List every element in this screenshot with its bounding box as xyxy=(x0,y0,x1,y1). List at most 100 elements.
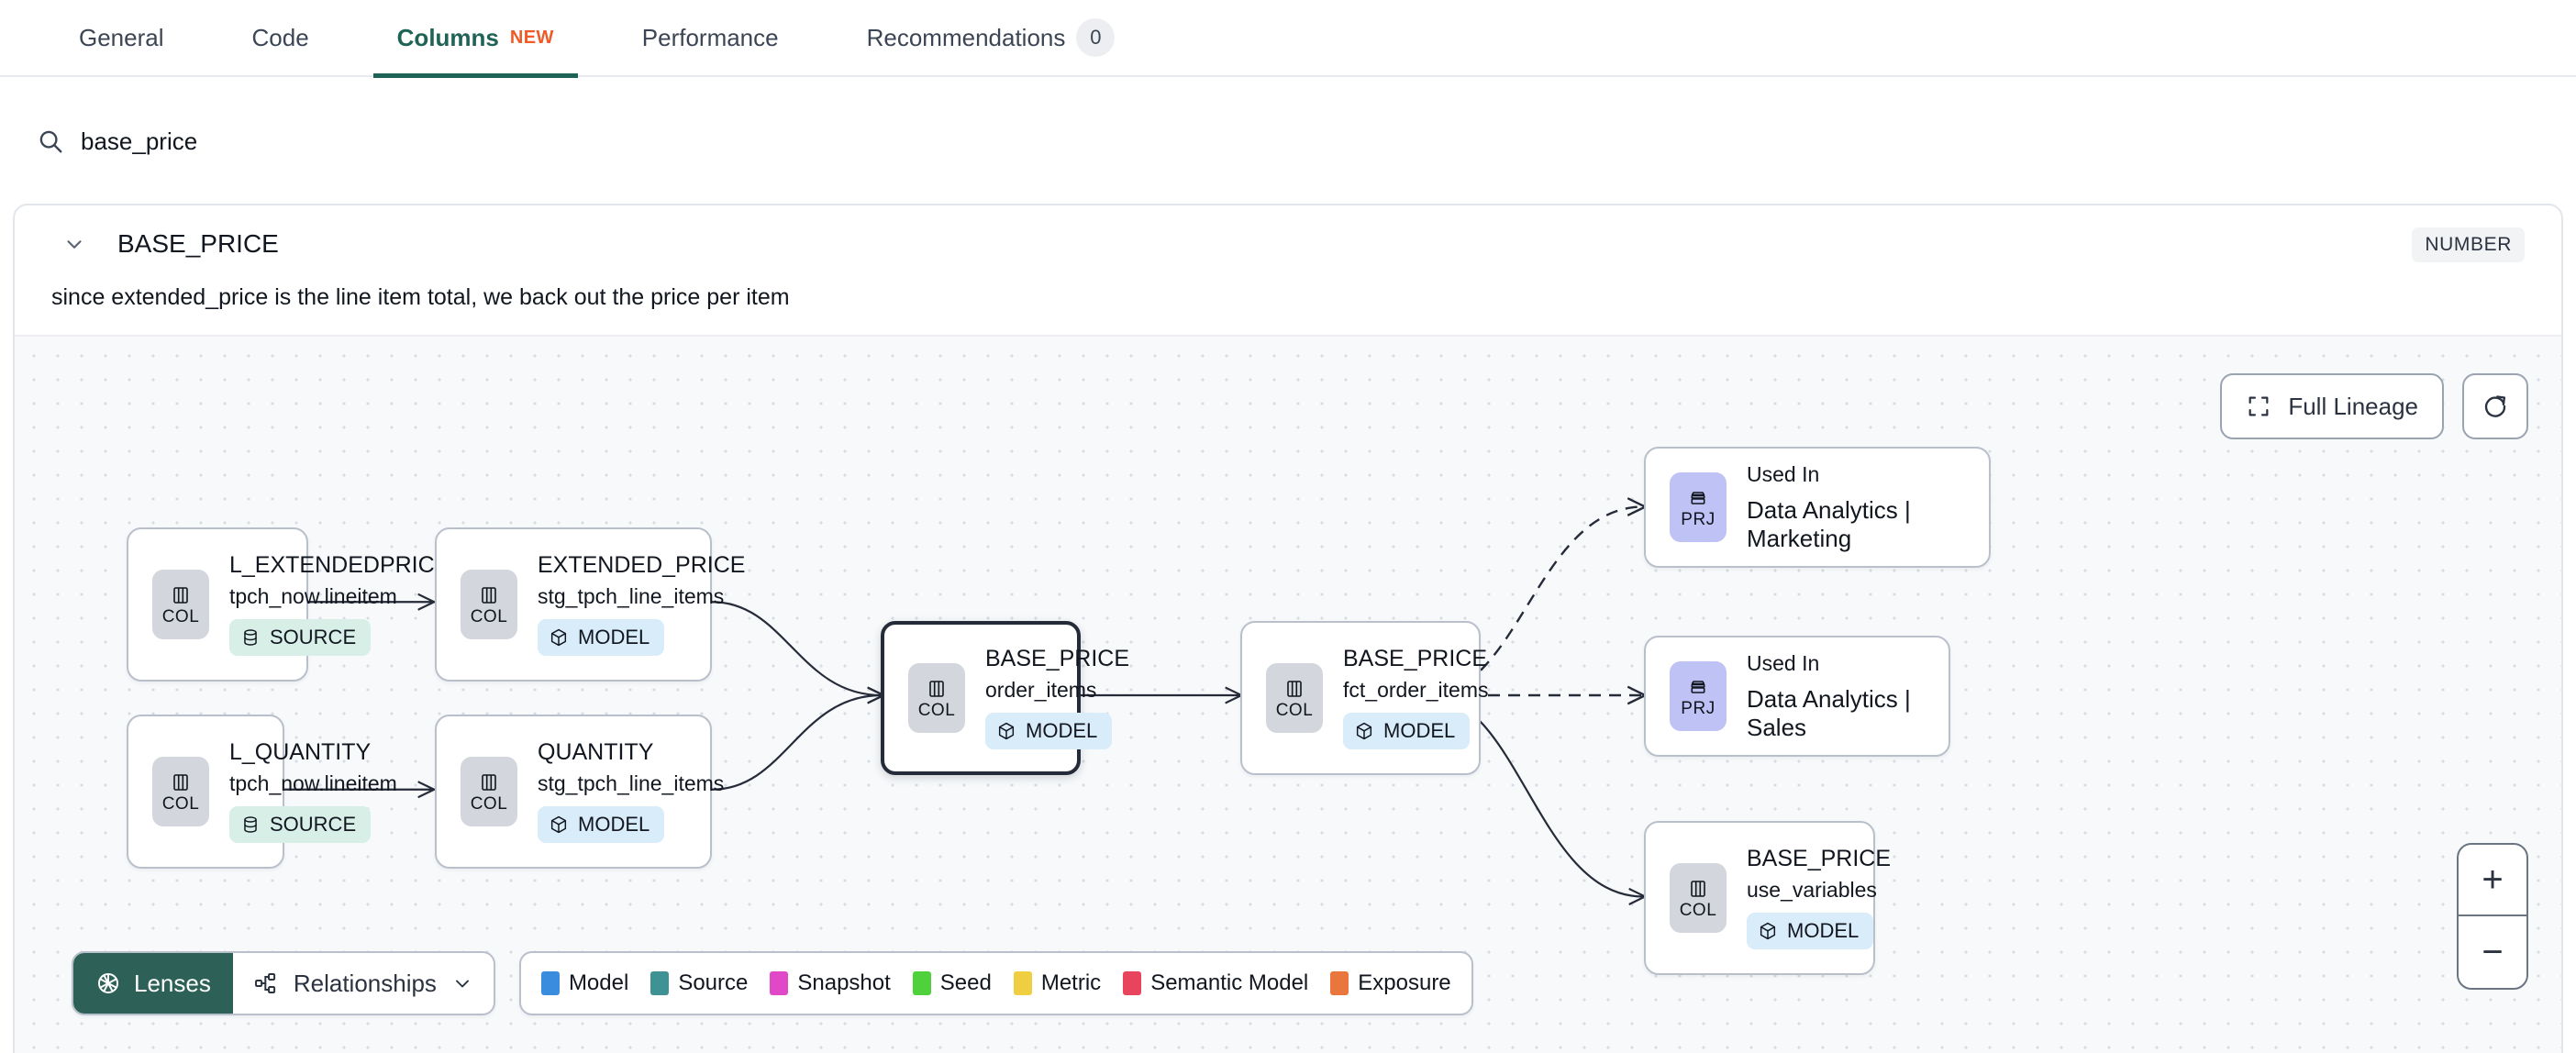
cube-icon xyxy=(549,627,569,648)
col-badge: COL xyxy=(1670,863,1727,933)
legend-item-metric[interactable]: Metric xyxy=(1013,970,1102,996)
lenses-relationships-group: Lenses Relationships xyxy=(72,951,495,1015)
node-title: QUANTITY xyxy=(538,738,654,765)
legend-item-snapshot[interactable]: Snapshot xyxy=(770,970,891,996)
lineage-node-extended-price[interactable]: COL EXTENDED_PRICE stg_tpch_line_items M… xyxy=(435,527,745,682)
expand-icon xyxy=(2246,393,2271,419)
chevron-down-icon[interactable] xyxy=(62,232,86,256)
zoom-out-button[interactable]: − xyxy=(2482,932,2504,972)
legend-label: Semantic Model xyxy=(1150,970,1309,995)
tab-label: Recommendations xyxy=(866,23,1066,51)
legend-item-seed[interactable]: Seed xyxy=(912,970,992,996)
node-subtitle: stg_tpch_line_items xyxy=(538,771,725,796)
prj-badge-label: PRJ xyxy=(1681,698,1715,718)
legend-swatch xyxy=(1123,971,1142,995)
canvas-controls: Full Lineage xyxy=(2220,373,2528,439)
node-subtitle: order_items xyxy=(985,678,1097,703)
database-icon xyxy=(240,627,261,648)
node-body: BASE_PRICE fct_order_items MODEL xyxy=(1343,645,1489,750)
relationships-label: Relationships xyxy=(293,969,437,997)
database-icon xyxy=(240,815,261,835)
node-type-label: SOURCE xyxy=(270,813,357,837)
node-body: EXTENDED_PRICE stg_tpch_line_items MODEL xyxy=(538,551,746,657)
lenses-button[interactable]: Lenses xyxy=(73,953,233,1014)
node-type-label: MODEL xyxy=(578,626,650,649)
node-type-pill: MODEL xyxy=(1343,713,1471,750)
node-subtitle: stg_tpch_line_items xyxy=(538,584,725,609)
tab-recommendations[interactable]: Recommendations 0 xyxy=(843,0,1139,76)
legend-item-exposure[interactable]: Exposure xyxy=(1330,970,1451,996)
lineage-node-quantity[interactable]: COL QUANTITY stg_tpch_line_items MODEL xyxy=(435,715,724,869)
search-box[interactable] xyxy=(17,106,486,176)
legend-item-semantic-model[interactable]: Semantic Model xyxy=(1123,970,1308,996)
legend-swatch xyxy=(912,971,931,995)
refresh-button[interactable] xyxy=(2462,373,2528,439)
used-in-value: Data Analytics | Sales xyxy=(1747,684,1911,741)
node-title: L_EXTENDEDPRICE xyxy=(229,551,450,578)
chevron-down-icon xyxy=(451,972,473,994)
refresh-icon xyxy=(2482,393,2509,420)
node-type-pill: SOURCE xyxy=(229,806,372,844)
tab-performance[interactable]: Performance xyxy=(618,0,803,76)
search-icon xyxy=(37,127,64,155)
legend-label: Snapshot xyxy=(797,970,891,995)
col-badge-label: COL xyxy=(470,606,508,626)
legend-label: Metric xyxy=(1040,970,1102,995)
tab-label: Columns xyxy=(396,23,499,51)
zoom-in-button[interactable]: + xyxy=(2459,845,2526,916)
node-type-legend: Model Source Snapshot Seed Metric xyxy=(518,951,1473,1015)
node-title: BASE_PRICE xyxy=(1343,645,1488,671)
full-lineage-label: Full Lineage xyxy=(2288,392,2418,420)
used-in-label: Used In xyxy=(1747,461,1820,486)
node-type-label: MODEL xyxy=(1787,919,1860,943)
column-icon xyxy=(478,771,500,793)
tab-code[interactable]: Code xyxy=(228,0,333,76)
column-icon xyxy=(1687,878,1709,900)
lineage-node-l-quantity[interactable]: COL L_QUANTITY tpch_now.lineitem SOURCE xyxy=(127,715,397,869)
search-input[interactable] xyxy=(81,127,466,156)
node-subtitle: fct_order_items xyxy=(1343,678,1489,703)
column-icon xyxy=(1283,678,1305,700)
tab-general[interactable]: General xyxy=(55,0,188,76)
node-title: EXTENDED_PRICE xyxy=(538,551,746,578)
col-badge-label: COL xyxy=(161,793,200,814)
used-in-label: Used In xyxy=(1747,650,1820,675)
node-title: BASE_PRICE xyxy=(985,645,1130,671)
node-body: BASE_PRICE use_variables MODEL xyxy=(1747,845,1892,950)
lineage-node-base-price-use-variables[interactable]: COL BASE_PRICE use_variables MODEL xyxy=(1644,821,1891,975)
node-title: BASE_PRICE xyxy=(1747,845,1892,871)
lineage-node-base-price-order-items[interactable]: COL BASE_PRICE order_items MODEL xyxy=(881,621,1129,775)
node-type-pill: SOURCE xyxy=(229,619,372,657)
column-icon xyxy=(170,584,192,606)
aperture-icon xyxy=(95,970,121,996)
lineage-node-l-extendedprice[interactable]: COL L_EXTENDEDPRICE tpch_now.lineitem SO… xyxy=(127,527,450,682)
column-header[interactable]: BASE_PRICE NUMBER xyxy=(15,205,2561,262)
cube-icon xyxy=(549,815,569,835)
node-body: Used In Data Analytics | Sales xyxy=(1747,651,1925,742)
tab-new-badge: NEW xyxy=(509,27,554,48)
legend-label: Exposure xyxy=(1358,970,1451,995)
tab-columns[interactable]: Columns NEW xyxy=(372,0,578,78)
zoom-controls: + − xyxy=(2457,843,2528,990)
lineage-node-project-sales[interactable]: PRJ Used In Data Analytics | Sales xyxy=(1644,636,1950,757)
search-section xyxy=(0,77,2576,176)
prj-badge: PRJ xyxy=(1670,661,1727,731)
col-badge: COL xyxy=(461,570,517,639)
node-subtitle: tpch_now.lineitem xyxy=(229,584,397,609)
full-lineage-button[interactable]: Full Lineage xyxy=(2220,373,2444,439)
node-type-pill: MODEL xyxy=(538,806,665,844)
col-badge-label: COL xyxy=(1679,900,1717,920)
node-type-label: MODEL xyxy=(578,813,650,837)
relationships-icon xyxy=(253,970,279,996)
col-badge-label: COL xyxy=(917,700,956,720)
prj-badge: PRJ xyxy=(1670,472,1727,542)
relationships-dropdown[interactable]: Relationships xyxy=(233,953,494,1014)
lineage-node-base-price-fct-order-items[interactable]: COL BASE_PRICE fct_order_items MODEL xyxy=(1240,621,1489,775)
legend-item-source[interactable]: Source xyxy=(650,970,748,996)
project-icon xyxy=(1687,487,1709,509)
legend-swatch xyxy=(1013,971,1032,995)
lineage-node-project-marketing[interactable]: PRJ Used In Data Analytics | Marketing xyxy=(1644,447,1991,568)
lineage-canvas[interactable]: COL L_EXTENDEDPRICE tpch_now.lineitem SO… xyxy=(15,335,2561,1053)
col-badge-label: COL xyxy=(161,606,200,626)
legend-item-model[interactable]: Model xyxy=(540,970,628,996)
